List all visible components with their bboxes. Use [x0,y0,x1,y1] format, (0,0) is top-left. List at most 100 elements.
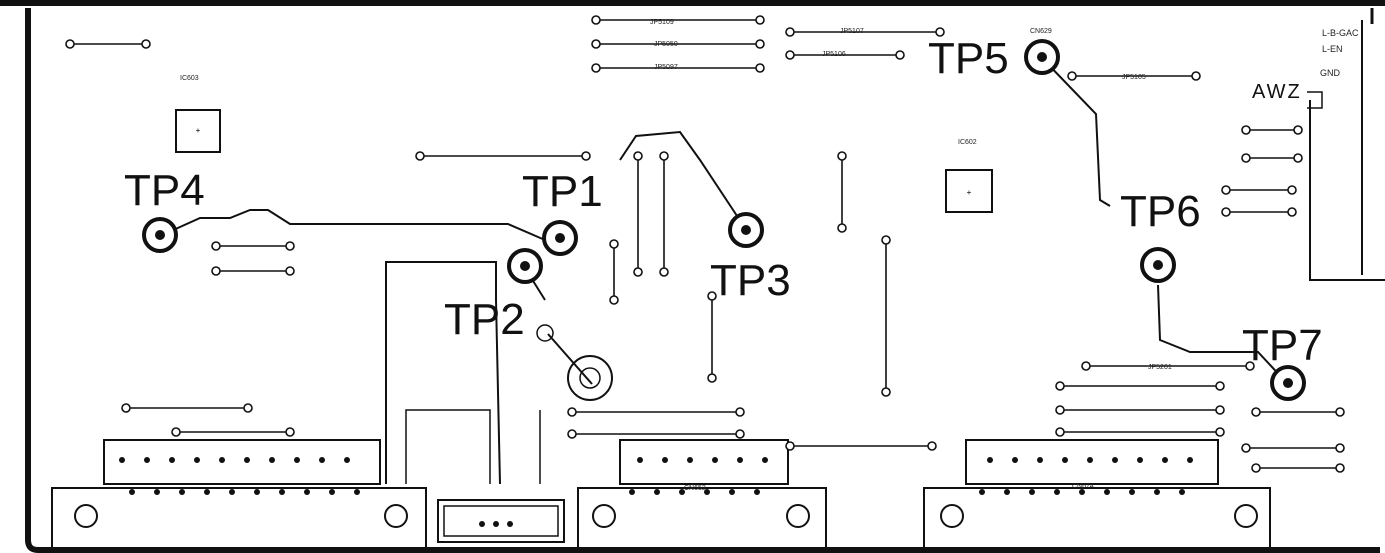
tp4-pad [142,217,178,253]
jumper-pad [1081,361,1091,371]
jumper-pad [1287,185,1297,195]
jumper-pad [211,241,221,251]
jumper-pad [581,151,591,161]
tp1-label: TP1 [522,167,603,216]
connector-pin [294,457,300,463]
jumper-pad [1251,407,1261,417]
jumper-pad [881,235,891,245]
tp3-label: TP3 [710,256,791,305]
awz-label: AWZ [1252,81,1302,103]
jumper-pad [785,27,795,37]
tp5-pad [1024,39,1060,75]
connector-pin [493,521,499,527]
connector-pin [629,489,635,495]
jumper-pad [1287,207,1297,217]
connector-pin [244,457,250,463]
connector-pin [1029,489,1035,495]
connector-pin [479,521,485,527]
board-edge-left [25,8,1380,553]
jumper-pad [591,63,601,73]
ref-cn-top-right: CN629 [1030,28,1052,35]
connector-pin [329,489,335,495]
top-border [0,0,1385,6]
jumper-pad [171,427,181,437]
jumper-pad [567,429,577,439]
connector-pin [507,521,513,527]
pin-dot-group [119,457,1193,527]
jumper-pad [1055,405,1065,415]
connector-housing-2 [577,487,827,551]
jumper-pad [1335,407,1345,417]
jumper-pad [1215,381,1225,391]
connector-pin [269,457,275,463]
tp1-pad [542,220,578,256]
connector-pin [1079,489,1085,495]
jumper-pad [755,39,765,49]
connector-pin [1137,457,1143,463]
ref-jumper-tp5: JP5105 [1122,74,1146,81]
connector-pin [344,457,350,463]
jumper-pad [1221,185,1231,195]
jumper-pad [285,266,295,276]
shield-outline [385,261,501,485]
ic-right-mark: + [967,188,972,197]
jumper-pad [735,407,745,417]
jumper-pad [927,441,937,451]
connector-pin [129,489,135,495]
jumper-pad [659,267,669,277]
tp3-pad [728,212,764,248]
connector-pin [704,489,710,495]
ref-jumper-top3: JP5097 [654,64,678,71]
jumper-pad [1241,443,1251,453]
connector-pin [1012,457,1018,463]
jumper-pad [567,407,577,417]
connector-pin [1104,489,1110,495]
jumper-pad [1221,207,1231,217]
jumper-pad [609,295,619,305]
ref-cn-right: CN674 [1072,483,1094,490]
trace-tp2-b [547,333,593,385]
connector-pin [687,457,693,463]
connector-pin [279,489,285,495]
connector-pin [1054,489,1060,495]
mount-hole [1234,504,1258,528]
jumper-pad [591,39,601,49]
connector-pin [1187,457,1193,463]
jumper-pad [1215,427,1225,437]
jumper-pad [285,241,295,251]
jumper-pad [755,63,765,73]
mount-hole [74,504,98,528]
jumper-group [65,15,1345,473]
ic-left-mark: + [196,126,201,135]
tp2-label: TP2 [444,295,525,344]
connector-pin [254,489,260,495]
connector-pin [1179,489,1185,495]
connector-small-inner [443,505,559,537]
connector-pin [204,489,210,495]
connector-pin [1112,457,1118,463]
jumper-pad [755,15,765,25]
jumper-pad [707,291,717,301]
jumper-pad [1055,427,1065,437]
jumper-pad [837,223,847,233]
large-pad-inner [579,367,601,389]
ic-footprint-right [945,169,993,213]
jumper-pad [141,39,151,49]
jumper-pad [1335,443,1345,453]
connector-pin [229,489,235,495]
connector-pin [762,457,768,463]
jumper-pad [1241,153,1251,163]
ref-jumper-j5201: JP5201 [1148,364,1172,371]
shield-inner [405,409,491,484]
connector-pin [679,489,685,495]
connector-pin [1062,457,1068,463]
jumper-pad [707,373,717,383]
connector-block-2 [619,439,789,485]
jumper-pad [785,50,795,60]
connector-pin [987,457,993,463]
jumper-pad [1293,153,1303,163]
tp6-label: TP6 [1120,187,1201,236]
jumper-pad [895,50,905,60]
tp7-pad [1270,365,1306,401]
